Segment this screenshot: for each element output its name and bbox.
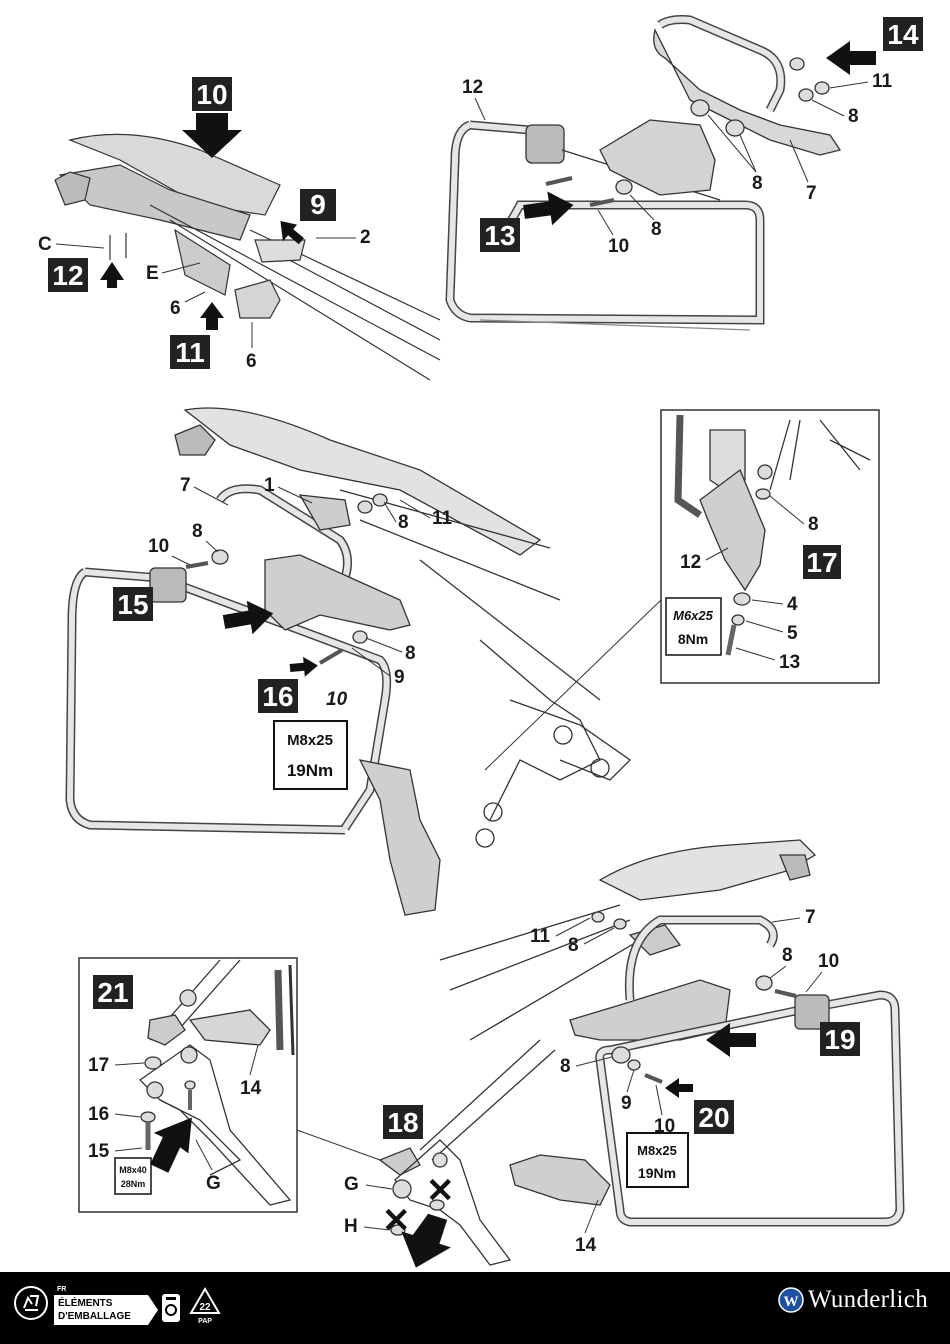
svg-text:8: 8 — [782, 945, 793, 966]
svg-text:8: 8 — [192, 521, 203, 542]
brand-logo: W Wunderlich — [778, 1285, 928, 1315]
svg-text:9: 9 — [394, 667, 405, 688]
svg-text:10: 10 — [818, 951, 839, 972]
svg-text:22: 22 — [199, 1302, 211, 1313]
recycle-code-icon: 22 PAP — [189, 1287, 221, 1325]
svg-text:1: 1 — [264, 475, 275, 496]
svg-text:11: 11 — [530, 926, 551, 947]
svg-text:11: 11 — [175, 337, 205, 368]
svg-text:C: C — [38, 234, 52, 255]
svg-text:7: 7 — [806, 183, 817, 204]
packaging-arrow-icon — [148, 1295, 158, 1325]
step-19-marker: 19 — [706, 1022, 860, 1057]
svg-text:14: 14 — [240, 1078, 262, 1099]
svg-text:20: 20 — [698, 1102, 729, 1133]
svg-text:17: 17 — [806, 547, 837, 578]
svg-text:8: 8 — [848, 106, 859, 127]
country-code: FR — [57, 1286, 66, 1293]
svg-text:12: 12 — [52, 260, 83, 291]
svg-text:18: 18 — [387, 1107, 418, 1138]
svg-text:8: 8 — [560, 1056, 571, 1077]
panel-steps-13-14 — [450, 20, 840, 330]
panel-step-17: 17 M6x25 8Nm 8 12 4 5 13 — [485, 410, 879, 770]
packaging-badge: ÉLÉMENTS D'EMBALLAGE — [54, 1295, 148, 1325]
svg-text:9: 9 — [621, 1093, 632, 1114]
svg-text:28Nm: 28Nm — [121, 1179, 146, 1189]
packaging-label-line1: ÉLÉMENTS — [58, 1297, 148, 1310]
svg-text:M8x40: M8x40 — [119, 1165, 147, 1175]
svg-text:2: 2 — [360, 227, 371, 248]
svg-text:19: 19 — [824, 1024, 855, 1055]
svg-text:14: 14 — [887, 19, 919, 50]
step-10-marker: 10 — [182, 77, 242, 158]
svg-text:13: 13 — [779, 652, 800, 673]
step-13-marker: 13 — [480, 188, 576, 252]
svg-text:8Nm: 8Nm — [678, 631, 708, 647]
panel-steps-9-12 — [55, 134, 440, 380]
svg-text:11: 11 — [432, 508, 453, 529]
packaging-label-line2: D'EMBALLAGE — [58, 1310, 148, 1323]
svg-text:E: E — [146, 263, 159, 284]
svg-text:5: 5 — [787, 623, 798, 644]
svg-text:W: W — [783, 1294, 798, 1310]
torque-spec-m8x25-right: M8x25 19Nm — [627, 1133, 688, 1187]
svg-text:17: 17 — [88, 1055, 109, 1076]
svg-text:15: 15 — [88, 1141, 110, 1162]
recycling-bin-icon — [160, 1293, 182, 1323]
remove-mark-icon: ✕ — [426, 1172, 455, 1210]
svg-text:21: 21 — [97, 977, 128, 1008]
svg-text:16: 16 — [88, 1104, 109, 1125]
svg-text:7: 7 — [180, 475, 191, 496]
svg-text:PAP: PAP — [198, 1318, 212, 1325]
step-16-marker: 16 — [258, 656, 319, 713]
svg-text:19Nm: 19Nm — [287, 761, 333, 780]
panel-step-18: 18 ✕ ✕ G H — [344, 1040, 555, 1272]
svg-text:10: 10 — [148, 536, 169, 557]
svg-text:8: 8 — [651, 219, 662, 240]
panel-step-21: 21 M8x40 28Nm 17 16 15 14 G — [79, 958, 380, 1212]
torque-spec-m8x25-left: M8x25 19Nm — [274, 721, 347, 789]
svg-text:6: 6 — [246, 351, 257, 372]
svg-text:7: 7 — [805, 907, 816, 928]
svg-text:10: 10 — [196, 79, 227, 110]
wunderlich-logo-icon: W — [778, 1287, 804, 1313]
svg-text:10: 10 — [654, 1116, 675, 1137]
callouts-steps-19-20: 11 8 7 8 10 8 9 10 14 — [530, 907, 839, 1256]
svg-text:12: 12 — [680, 552, 701, 573]
svg-text:G: G — [344, 1174, 359, 1195]
svg-text:M6x25: M6x25 — [673, 608, 714, 623]
triman-recycle-icon — [14, 1286, 48, 1320]
step-12-marker: 12 — [48, 258, 124, 292]
svg-text:8: 8 — [752, 173, 763, 194]
assembly-illustration: 10 9 12 11 C E 2 6 6 — [0, 0, 950, 1272]
svg-text:14: 14 — [575, 1235, 597, 1256]
svg-text:15: 15 — [117, 589, 148, 620]
svg-text:H: H — [344, 1216, 358, 1237]
svg-text:13: 13 — [484, 220, 515, 251]
svg-text:10: 10 — [326, 689, 348, 710]
svg-text:M8x25: M8x25 — [287, 732, 333, 749]
svg-text:6: 6 — [170, 298, 181, 319]
svg-text:8: 8 — [808, 514, 819, 535]
svg-text:8: 8 — [398, 512, 409, 533]
svg-text:G: G — [206, 1173, 221, 1194]
svg-text:M8x25: M8x25 — [637, 1143, 677, 1158]
svg-text:8: 8 — [568, 935, 579, 956]
svg-text:9: 9 — [310, 189, 326, 220]
svg-text:12: 12 — [462, 77, 483, 98]
svg-text:11: 11 — [872, 71, 893, 92]
svg-text:8: 8 — [405, 643, 416, 664]
step-20-marker: 20 — [665, 1078, 734, 1134]
svg-text:19Nm: 19Nm — [638, 1165, 676, 1181]
panel-steps-15-16 — [70, 408, 630, 915]
svg-text:16: 16 — [262, 681, 293, 712]
brand-name: Wunderlich — [808, 1286, 928, 1314]
step-14-marker: 14 — [826, 17, 923, 75]
svg-text:10: 10 — [608, 236, 629, 257]
svg-text:4: 4 — [787, 594, 798, 615]
